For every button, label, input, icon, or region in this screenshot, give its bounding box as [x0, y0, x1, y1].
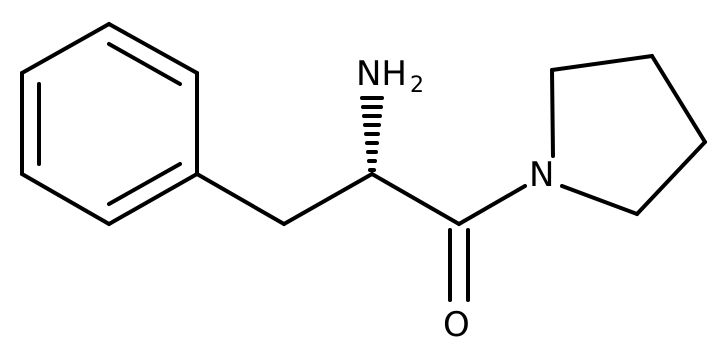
bond [457, 184, 527, 226]
bond [282, 172, 374, 226]
bond [560, 184, 639, 216]
benzene-ring [20, 22, 199, 226]
bond [635, 140, 707, 216]
ring-nitrogen-label: N [529, 155, 554, 195]
aromatic-bond [107, 42, 182, 86]
bond [107, 22, 199, 75]
bond [550, 54, 654, 72]
bond [107, 172, 199, 226]
pyrrolidine-ring [550, 54, 707, 216]
bond [650, 54, 707, 144]
bond [370, 172, 461, 226]
bond [195, 172, 286, 226]
hashed-wedge-bond [360, 96, 384, 172]
amine-label: NH [356, 54, 407, 94]
aromatic-bond [107, 162, 182, 206]
bond [20, 172, 111, 226]
bond [20, 22, 111, 75]
carbonyl-oxygen-label: O [443, 305, 470, 345]
amine-subscript: 2 [410, 73, 424, 98]
bond [550, 68, 555, 158]
